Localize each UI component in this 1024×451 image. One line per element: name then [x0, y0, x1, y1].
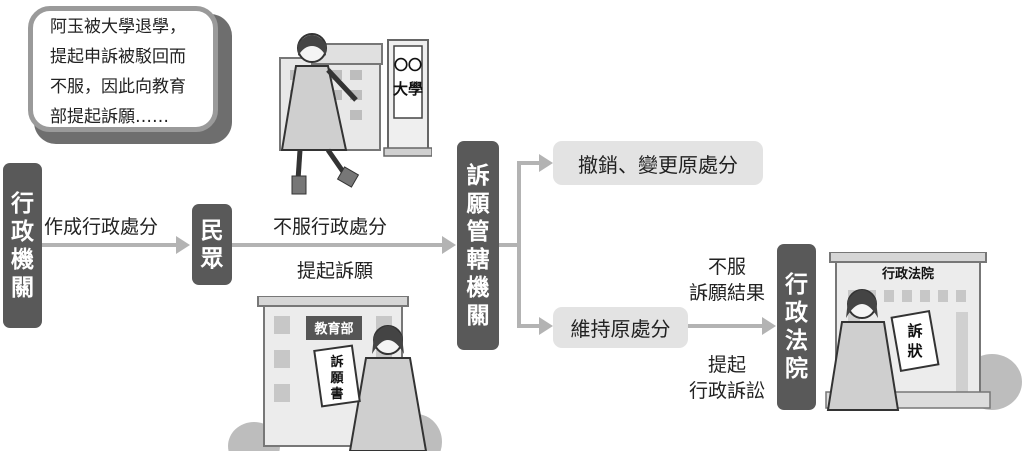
box-char: 機: [466, 274, 490, 301]
admin-court-box: 行 政 法 院: [777, 244, 816, 410]
box-char: 行: [785, 272, 808, 298]
label-line: 行政訴訟: [688, 380, 765, 402]
outcome-maintain-label: 維持原處分: [570, 317, 671, 341]
box-char: 關: [466, 302, 490, 329]
petition-agency-box: 訴 願 管 轄 機 關: [457, 141, 499, 350]
university-sign-text: 大學: [393, 80, 423, 98]
box-char: 民: [200, 217, 224, 244]
bubble-line: 阿玉被大學退學，: [50, 17, 186, 37]
outcome-revoke-box: 撤銷、變更原處分: [553, 141, 763, 185]
box-char: 管: [466, 218, 490, 245]
ministry-sign-text: 教育部: [313, 321, 353, 337]
bubble-line: 不服，因此向教育: [50, 77, 186, 97]
complaint-doc-text: 訴: [907, 322, 922, 340]
box-char: 機: [11, 246, 34, 273]
speech-bubble: [28, 6, 218, 132]
file-petition-label: 提起訴願: [297, 260, 374, 282]
label-line: 訴願結果: [688, 282, 765, 304]
disagree-result-label: 不服 訴願結果: [682, 254, 772, 306]
box-char: 法: [785, 328, 808, 354]
box-char: 願: [466, 190, 490, 217]
ministry-illustration: 教育部 訴 願 書: [228, 296, 442, 451]
box-char: 關: [11, 274, 34, 301]
box-char: 政: [11, 218, 34, 245]
court-sign-text: 行政法院: [881, 266, 934, 282]
outcome-maintain-box: 維持原處分: [553, 307, 688, 348]
petition-doc-text: 願: [330, 371, 344, 386]
box-char: 眾: [200, 245, 224, 272]
box-char: 院: [785, 356, 808, 382]
court-illustration: 行政法院 訴 狀: [825, 252, 1022, 411]
admin-agency-box: 行 政 機 關: [3, 163, 42, 328]
make-disposition-label: 作成行政處分: [44, 216, 159, 238]
outcome-revoke-label: 撤銷、變更原處分: [578, 152, 738, 177]
box-char: 訴: [466, 162, 490, 189]
bubble-line: 部提起訴願……: [50, 107, 169, 127]
complaint-doc-text: 狀: [907, 342, 923, 360]
file-lawsuit-label: 提起 行政訴訟: [680, 352, 774, 404]
petition-doc-text: 訴: [330, 354, 343, 370]
box-char: 政: [785, 300, 808, 326]
petition-doc-text: 書: [330, 386, 343, 402]
disagree-label: 不服行政處分: [273, 216, 388, 238]
box-char: 轄: [466, 246, 490, 273]
speech-bubble-text: 阿玉被大學退學， 提起申訴被駁回而 不服，因此向教育 部提起訴願……: [50, 12, 220, 132]
label-line: 不服: [707, 256, 746, 278]
citizen-box: 民 眾: [192, 204, 232, 285]
bubble-line: 提起申訴被駁回而: [50, 47, 186, 67]
box-char: 行: [11, 190, 34, 217]
university-sign-text: 〇〇: [394, 57, 422, 74]
university-illustration: 〇〇 大學: [279, 33, 432, 195]
label-line: 提起: [707, 354, 746, 376]
